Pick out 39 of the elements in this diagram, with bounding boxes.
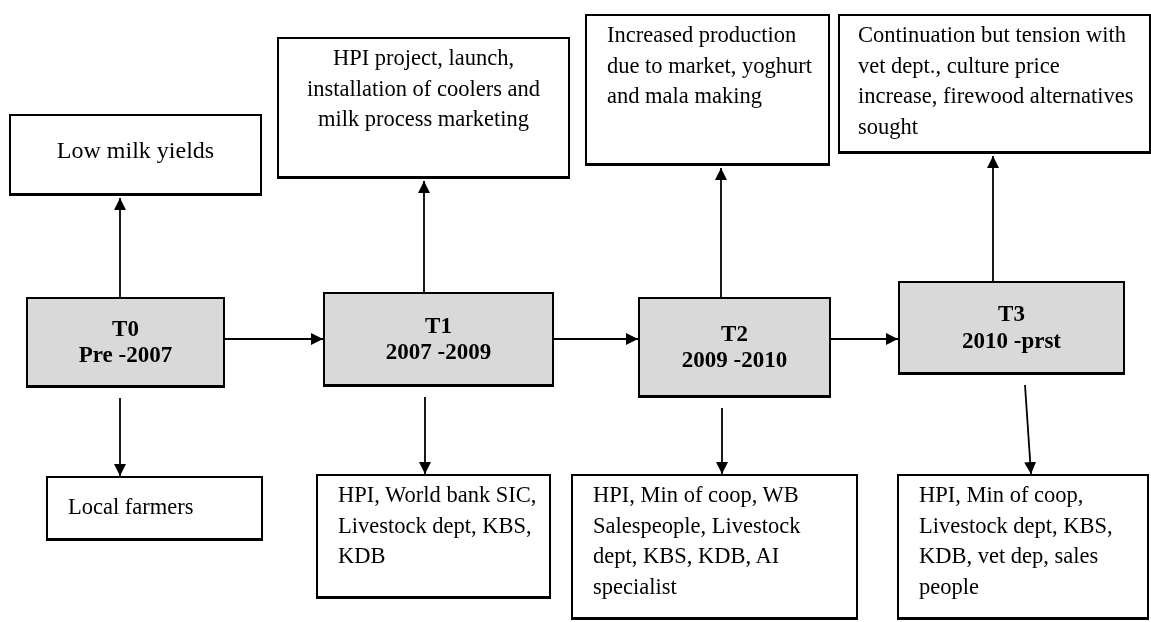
period-box (638, 297, 831, 398)
box-text: HPI, Min of coop, Livestock dept, KBS, KDB, vet dep, sales people (919, 481, 1114, 601)
arrow (830, 333, 899, 345)
box-text: HPI, Min of coop, WB Salespeople, Livestock dept, KBS, KDB, AI specialist (593, 481, 802, 601)
arrow (716, 407, 728, 475)
process-box (585, 14, 830, 166)
arrow (114, 397, 126, 477)
arrow (224, 333, 324, 345)
period-label: T2 (721, 320, 748, 347)
date-range: Pre -2007 (78, 342, 173, 369)
period-box (898, 281, 1125, 375)
arrow (715, 167, 727, 298)
date-range: 2007 -2009 (385, 339, 492, 366)
arrow (419, 396, 431, 475)
arrow (418, 180, 430, 293)
period-label: T1 (425, 312, 452, 339)
period-box (26, 297, 225, 388)
box-text: Increased production due to market, yoghurt and mala making (607, 21, 813, 111)
period-label: T0 (112, 315, 139, 342)
box-text: HPI, World bank SIC, Livestock dept, KBS, KDB (338, 481, 538, 571)
process-box (897, 474, 1149, 620)
period-box (323, 292, 554, 387)
arrow (553, 333, 639, 345)
box-text: HPI project, launch, installation of coolers and milk process marketing (305, 44, 542, 134)
period-label: T3 (998, 301, 1025, 328)
process-box (46, 476, 263, 541)
arrow (987, 155, 999, 282)
box-text: Local farmers (68, 493, 195, 521)
box-text: Continuation but tension with vet dept., culture price increase, firewood alternatives sought (858, 21, 1135, 141)
process-box (277, 37, 570, 179)
date-range: 2010 -prst (962, 327, 1061, 354)
process-box (838, 14, 1151, 154)
process-box (571, 474, 858, 620)
date-range: 2009 -2010 (681, 347, 788, 374)
box-text: Low milk yields (55, 136, 216, 165)
arrow (114, 197, 126, 298)
process-box (316, 474, 551, 599)
process-box (9, 114, 262, 196)
arrow (1024, 384, 1037, 475)
